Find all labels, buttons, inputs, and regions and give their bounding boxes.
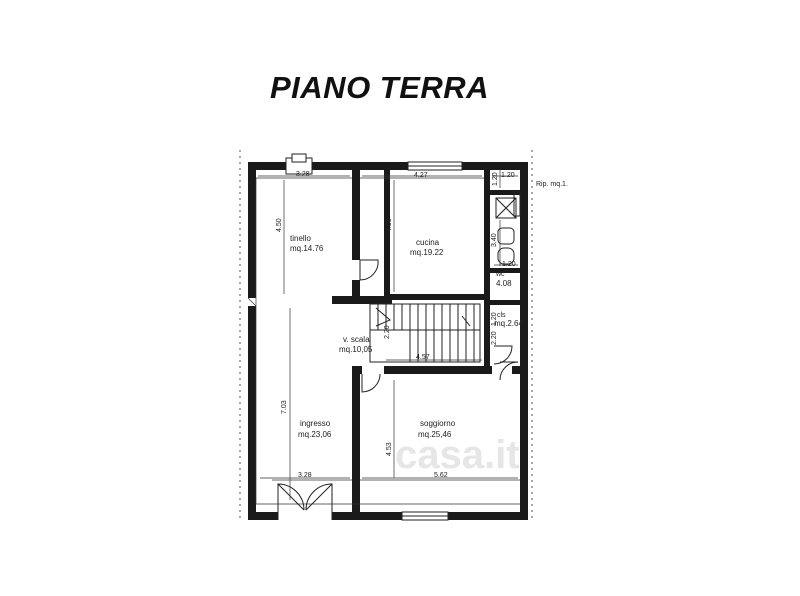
room-cls-area: mq.2.64 — [494, 319, 523, 328]
doors — [247, 259, 519, 520]
dim-wc-width: 1.20 — [502, 261, 516, 268]
dim-wc-depth: 3.40 — [491, 233, 498, 247]
inner-outlines — [255, 177, 520, 505]
room-cucina-area: mq.19.22 — [410, 248, 444, 257]
room-scala-area: mq.10,05 — [339, 345, 373, 354]
room-tinello-area: mq.14.76 — [290, 244, 324, 253]
room-labels: tinello mq.14.76 cucina mq.19.22 Rip. mq… — [290, 181, 568, 439]
sink-fixture — [497, 227, 515, 245]
dimension-lines — [258, 170, 518, 500]
internal-walls — [332, 162, 528, 512]
room-tinello-name: tinello — [290, 234, 311, 243]
dim-ingresso-depth: 7.03 — [281, 400, 288, 414]
room-wc-area: 4.08 — [496, 279, 512, 288]
fixtures — [495, 191, 521, 265]
windows — [285, 153, 463, 521]
dim-cucina-depth: 4.50 — [386, 218, 393, 232]
staircase — [369, 303, 481, 363]
room-ingresso-name: ingresso — [300, 419, 331, 428]
room-cucina-name: cucina — [416, 238, 440, 247]
room-wc-name: wc — [495, 271, 505, 278]
dim-tinello-depth: 4.50 — [276, 218, 283, 232]
dim-cls-width: 2.20 — [491, 331, 498, 345]
room-soggiorno-name: soggiorno — [420, 419, 456, 428]
room-ingresso-area: mq.23,06 — [298, 430, 332, 439]
dim-ingresso-width: 3.28 — [298, 472, 312, 479]
watermark: casa.it — [395, 433, 520, 477]
room-cls-name: cls — [497, 312, 506, 319]
dim-cls-depth: 1.20 — [491, 312, 498, 326]
dim-soggiorno-width: 5.62 — [434, 472, 448, 479]
dim-soggiorno-depth: 4.53 — [386, 442, 393, 456]
dim-rip-width: 1.20 — [501, 172, 515, 179]
dim-rip-depth: 1.20 — [492, 172, 499, 186]
shower-tray — [495, 197, 517, 219]
dim-cucina-width: 4.27 — [414, 172, 428, 179]
toilet-fixture — [497, 247, 515, 265]
dim-scala-width: 4.57 — [416, 354, 430, 361]
room-scala-name: v. scala — [343, 335, 370, 344]
page-title: PIANO TERRA — [270, 70, 490, 105]
dimension-labels: 3.28 4.27 1.20 1.20 4.50 4.50 3.40 1.20 … — [276, 171, 516, 479]
dim-tinello-width: 3.28 — [296, 171, 310, 178]
room-soggiorno-area: mq.25,46 — [418, 430, 452, 439]
room-ripostiglio-label: Rip. mq.1. — [536, 181, 568, 188]
dim-scala-depth: 2.20 — [384, 325, 391, 339]
